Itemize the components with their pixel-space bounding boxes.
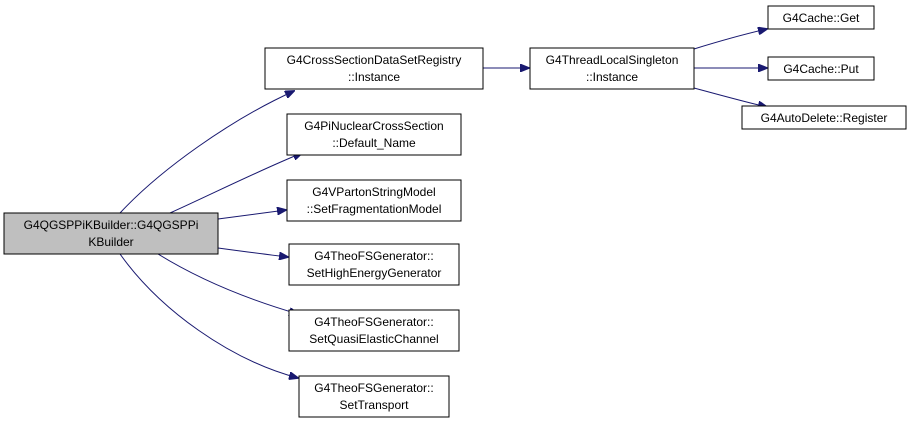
node-parton-string-line1: G4VPartonStringModel [312,185,435,199]
edge-root-to-theo-quasi [157,253,298,314]
node-tls-instance-line1: G4ThreadLocalSingleton [546,53,679,67]
edge-root-to-pinuclear [169,153,302,214]
node-theo-quasi-line1: G4TheoFSGenerator:: [314,315,433,329]
node-autodelete-register[interactable]: G4AutoDelete::Register [741,105,907,130]
node-theo-transport[interactable]: G4TheoFSGenerator:: SetTransport [298,375,450,418]
node-pinuclear-line2: ::Default_Name [332,136,416,150]
node-cs-registry-line2: ::Instance [348,70,400,84]
edge-root-to-parton-string [217,210,286,220]
node-pinuclear-line1: G4PiNuclearCrossSection [304,119,443,133]
node-cache-get-label: G4Cache::Get [783,11,860,25]
edge-root-to-theo-high [217,247,288,257]
node-theo-transport-line2: SetTransport [340,398,410,412]
node-root-line1: G4QGSPPiKBuilder::G4QGSPPi [24,218,199,232]
edge-tls-instance-to-cache-get [693,29,767,50]
node-tls-instance[interactable]: G4ThreadLocalSingleton ::Instance [529,47,695,90]
node-theo-quasi[interactable]: G4TheoFSGenerator:: SetQuasiElasticChann… [288,309,460,352]
node-tls-instance-line2: ::Instance [586,70,638,84]
node-cache-put-label: G4Cache::Put [783,62,859,76]
node-autodelete-register-label: G4AutoDelete::Register [761,111,888,125]
node-cs-registry[interactable]: G4CrossSectionDataSetRegistry ::Instance [264,47,484,90]
node-theo-quasi-line2: SetQuasiElasticChannel [309,332,438,346]
node-parton-string[interactable]: G4VPartonStringModel ::SetFragmentationM… [286,179,462,222]
node-root[interactable]: G4QGSPPiKBuilder::G4QGSPPi KBuilder [3,212,219,255]
node-theo-high-line1: G4TheoFSGenerator:: [314,249,433,263]
node-theo-high-line2: SetHighEnergyGenerator [307,266,442,280]
node-pinuclear[interactable]: G4PiNuclearCrossSection ::Default_Name [286,113,462,156]
edge-tls-instance-to-autodelete [693,87,767,107]
node-root-line2: KBuilder [88,235,133,249]
edge-root-to-theo-transport [119,253,298,378]
edge-root-to-cs-registry [119,91,294,214]
node-theo-transport-line1: G4TheoFSGenerator:: [314,381,433,395]
node-cache-put[interactable]: G4Cache::Put [767,56,875,81]
node-cache-get[interactable]: G4Cache::Get [767,5,875,30]
node-parton-string-line2: ::SetFragmentationModel [307,202,442,216]
node-cs-registry-line1: G4CrossSectionDataSetRegistry [287,53,462,67]
node-theo-high[interactable]: G4TheoFSGenerator:: SetHighEnergyGenerat… [288,243,460,286]
